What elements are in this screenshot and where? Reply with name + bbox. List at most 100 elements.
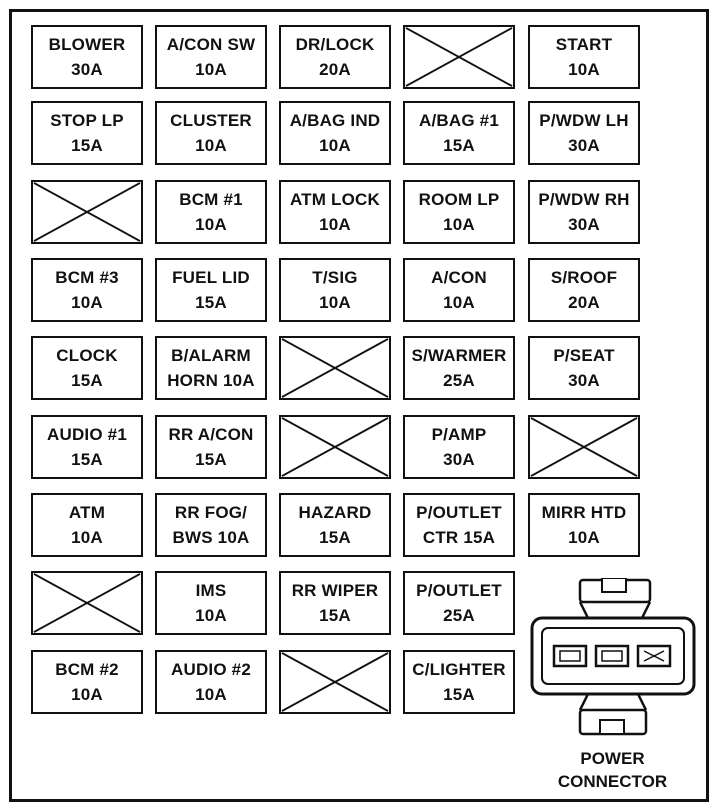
fuse-name: P/WDW LH [539,111,629,130]
fuse-rating: 10A [195,215,227,234]
fuse-name: HAZARD [298,503,372,522]
fuse-slot: AUDIO #2 10A [155,650,267,714]
fuse-name: BCM #1 [179,190,243,209]
power-connector-icon [530,578,696,736]
empty-fuse-slot [403,25,515,89]
fuse-slot: BCM #2 10A [31,650,143,714]
fuse-slot: AUDIO #1 15A [31,415,143,479]
power-connector-label-line2: CONNECTOR [557,772,668,791]
fuse-rating: 25A [443,606,475,625]
fuse-name: A/CON SW [166,35,256,54]
cross-icon [281,338,389,398]
fuse-rating: 30A [443,450,475,469]
fuse-rating: 10A [319,136,351,155]
fuse-rating: 30A [568,215,600,234]
fuse-rating: 10A [71,685,103,704]
fuse-name: STOP LP [50,111,124,130]
fuse-slot: P/WDW RH 30A [528,180,640,244]
fuse-name: AUDIO #2 [170,660,251,679]
fuse-slot: RR A/CON 15A [155,415,267,479]
power-connector-label: POWER CONNECTOR [540,747,685,793]
fuse-name: P/SEAT [553,346,615,365]
cross-icon [33,573,141,633]
fuse-name: C/LIGHTER [412,660,506,679]
fuse-name: START [555,35,613,54]
fuse-rating: 10A [443,215,475,234]
fuse-name: P/OUTLET [416,503,502,522]
fuse-name: BLOWER [48,35,126,54]
fuse-slot: A/CON SW 10A [155,25,267,89]
fuse-name: P/WDW RH [538,190,630,209]
fuse-name: A/BAG #1 [418,111,499,130]
fuse-name: ATM [68,503,106,522]
fuse-name: AUDIO #1 [46,425,127,444]
empty-fuse-slot [31,571,143,635]
fuse-name: T/SIG [312,268,358,287]
fuse-rating: 15A [319,528,351,547]
fuse-slot: RR FOG/BWS 10A [155,493,267,557]
fuse-slot: BCM #1 10A [155,180,267,244]
cross-icon [281,652,389,712]
empty-fuse-slot [528,415,640,479]
fuse-rating: 15A [195,450,227,469]
fuse-rating: 20A [568,293,600,312]
fuse-name: FUEL LID [172,268,250,287]
fuse-slot: A/BAG IND 10A [279,101,391,165]
fuse-rating: 10A [195,136,227,155]
fuse-name: RR WIPER [291,581,379,600]
fuse-slot: A/CON 10A [403,258,515,322]
fuse-name: DR/LOCK [295,35,375,54]
fuse-slot: P/OUTLET CTR 15A [403,493,515,557]
cross-icon [405,27,513,87]
fuse-rating: 15A [71,371,103,390]
fuse-name: A/CON [431,268,487,287]
fuse-rating: 30A [568,136,600,155]
fuse-slot: FUEL LID 15A [155,258,267,322]
fuse-rating: 10A [195,60,227,79]
fuse-name: S/WARMER [411,346,507,365]
fuse-rating: CTR 15A [422,528,496,547]
fuse-name: RR A/CON [168,425,254,444]
fuse-slot: P/SEAT 30A [528,336,640,400]
fuse-rating: 10A [443,293,475,312]
fuse-slot: HAZARD 15A [279,493,391,557]
fuse-name: BCM #2 [55,660,119,679]
fuse-rating: 10A [71,293,103,312]
fuse-rating: 25A [443,371,475,390]
empty-fuse-slot [279,415,391,479]
fuse-rating: 10A [568,528,600,547]
fuse-name: A/BAG IND [289,111,381,130]
fuse-slot: ROOM LP 10A [403,180,515,244]
fuse-rating: BWS 10A [172,528,250,547]
fuse-rating: 15A [71,450,103,469]
empty-fuse-slot [279,336,391,400]
empty-fuse-slot [31,180,143,244]
fuse-name: ROOM LP [418,190,500,209]
fuse-slot: P/WDW LH 30A [528,101,640,165]
cross-icon [281,417,389,477]
fuse-slot: S/WARMER 25A [403,336,515,400]
fuse-rating: 15A [195,293,227,312]
fuse-rating: 10A [195,685,227,704]
fuse-rating: 30A [568,371,600,390]
fuse-name: IMS [195,581,227,600]
fuse-name: B/ALARM [171,346,251,365]
empty-fuse-slot [279,650,391,714]
